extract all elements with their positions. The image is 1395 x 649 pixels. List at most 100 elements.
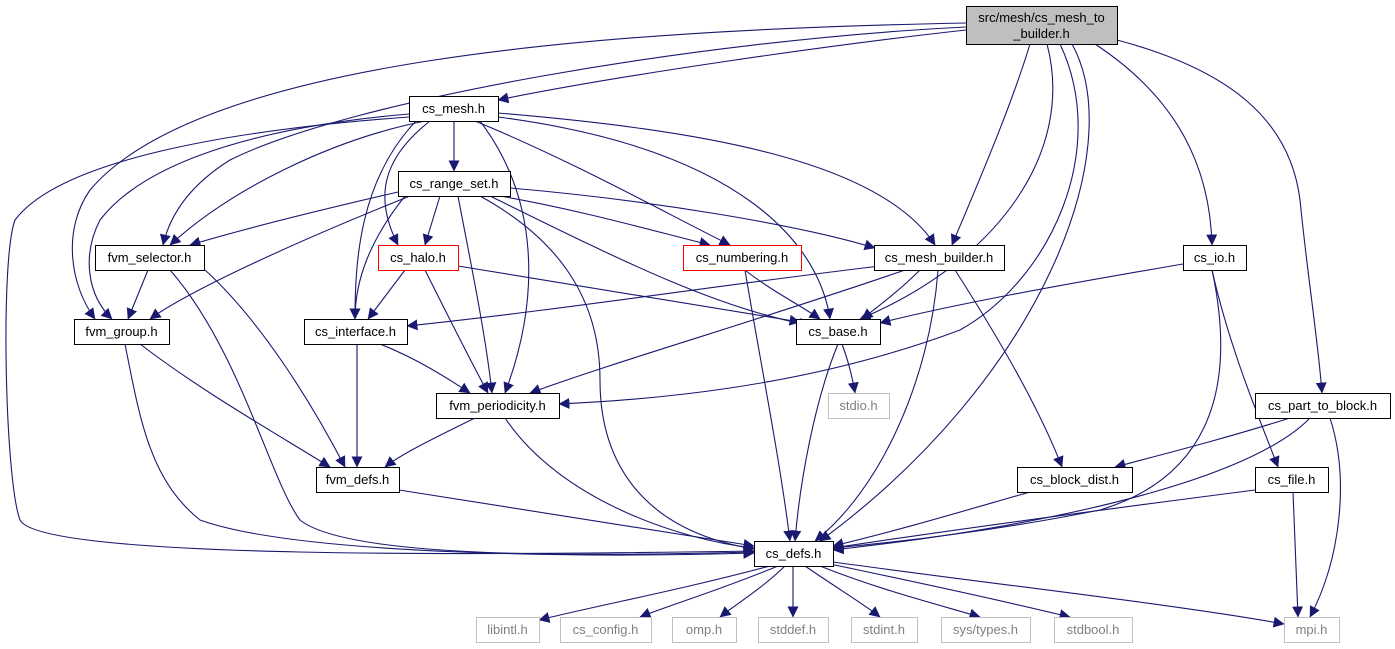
node-label: cs_part_to_block.h (1268, 398, 1377, 413)
edge-root-to-cs_part_to_block (1116, 39, 1327, 394)
node-label: stdint.h (863, 622, 905, 637)
node-box (828, 393, 890, 419)
node-label: cs_base.h (808, 324, 867, 339)
edge-cs_range_set-to-cs_defs (479, 195, 755, 553)
node-box (316, 467, 400, 493)
node-box (560, 617, 652, 643)
node-stdbool: stdbool.h (1054, 617, 1133, 643)
node-label: fvm_periodicity.h (449, 398, 546, 413)
node-libintl: libintl.h (476, 617, 540, 643)
edge-cs_numbering-to-cs_defs (744, 269, 795, 542)
edge-root-to-fvm_group (71, 22, 967, 320)
node-box (758, 617, 829, 643)
edge-cs_mesh_builder-to-cs_base (861, 269, 921, 320)
edge-cs_halo-to-fvm_periodicity (424, 269, 489, 394)
node-label: cs_numbering.h (696, 250, 789, 265)
edges-layer (5, 22, 1341, 628)
node-cs-io[interactable]: cs_io.h (1183, 245, 1247, 271)
edge-cs_range_set-to-cs_interface (349, 195, 406, 320)
edge-cs_interface-to-fvm_periodicity (379, 343, 471, 394)
edge-fvm_selector-to-fvm_group (126, 269, 149, 320)
node-box (874, 245, 1005, 271)
node-box (851, 617, 918, 643)
edge-cs_mesh-to-cs_interface (349, 120, 417, 320)
node-cs-block-dist[interactable]: cs_block_dist.h (1017, 467, 1133, 493)
edge-cs_io-to-cs_file (1211, 269, 1280, 468)
edge-cs_mesh-to-cs_defs (5, 116, 755, 557)
node-cs-mesh-builder[interactable]: cs_mesh_builder.h (874, 245, 1005, 271)
node-stddef: stddef.h (758, 617, 829, 643)
node-label: cs_defs.h (766, 546, 822, 561)
edge-cs_mesh_builder-to-cs_interface (406, 265, 881, 331)
node-cs-part-to-block[interactable]: cs_part_to_block.h (1255, 393, 1391, 419)
node-box (796, 319, 881, 345)
nodes-layer: src/mesh/cs_mesh_to_builder.h cs_mesh.hcs… (74, 6, 1391, 643)
node-cs-halo[interactable]: cs_halo.h (378, 245, 459, 271)
node-box (1054, 617, 1133, 643)
node-cs-file[interactable]: cs_file.h (1255, 467, 1329, 493)
node-fvm-group[interactable]: fvm_group.h (74, 319, 170, 345)
node-label: fvm_selector.h (108, 250, 192, 265)
node-cs-range-set[interactable]: cs_range_set.h (398, 171, 511, 197)
node-box (436, 393, 560, 419)
edge-cs_mesh-to-cs_halo (384, 120, 431, 246)
node-label: cs_halo.h (390, 250, 446, 265)
edge-cs_part_to_block-to-cs_defs (832, 417, 1311, 555)
node-label: cs_io.h (1194, 250, 1235, 265)
edge-cs_mesh-to-cs_mesh_builder (497, 112, 936, 246)
node-label: _builder.h (1012, 26, 1069, 41)
edge-cs_range_set-to-cs_halo (422, 195, 441, 246)
node-label: omp.h (686, 622, 722, 637)
node-label: cs_block_dist.h (1030, 472, 1119, 487)
node-root[interactable]: src/mesh/cs_mesh_to_builder.h (966, 6, 1118, 45)
edge-root-to-cs_mesh (497, 29, 967, 104)
node-box (304, 319, 408, 345)
node-label: libintl.h (487, 622, 527, 637)
node-label: sys/types.h (953, 622, 1018, 637)
node-cs-defs[interactable]: cs_defs.h (754, 541, 834, 567)
edge-fvm_group-to-fvm_defs (139, 343, 331, 468)
node-omp: omp.h (672, 617, 737, 643)
edge-cs_mesh_builder-to-cs_defs (814, 269, 939, 542)
node-cs-base[interactable]: cs_base.h (796, 319, 881, 345)
node-box (1183, 245, 1247, 271)
edge-cs_range_set-to-fvm_group (149, 195, 411, 320)
edge-root-to-cs_defs (819, 43, 1090, 542)
edge-cs_range_set-to-fvm_periodicity (457, 195, 497, 394)
edge-cs_base-to-cs_defs (790, 343, 839, 542)
edge-fvm_group-to-cs_defs (124, 343, 755, 559)
edge-root-to-cs_base (859, 43, 1054, 321)
edge-fvm_periodicity-to-fvm_defs (384, 417, 476, 468)
edge-cs_defs-to-systypes (819, 565, 981, 620)
edge-fvm_selector-to-cs_defs (169, 269, 755, 558)
node-cs-mesh[interactable]: cs_mesh.h (409, 96, 499, 122)
edge-cs_defs-to-stdbool (829, 563, 1071, 620)
node-label: fvm_defs.h (326, 472, 390, 487)
node-box (1284, 617, 1340, 643)
node-fvm-selector[interactable]: fvm_selector.h (95, 245, 205, 271)
node-cs-interface[interactable]: cs_interface.h (304, 319, 408, 345)
node-box (1255, 467, 1329, 493)
node-box (398, 171, 511, 197)
edge-cs_base-to-stdio (841, 343, 859, 394)
edge-cs_mesh_builder-to-fvm_periodicity (529, 269, 906, 395)
node-systypes: sys/types.h (941, 617, 1031, 643)
edge-root-to-fvm_selector (160, 26, 967, 246)
edge-cs_mesh-to-fvm_periodicity (479, 120, 530, 394)
node-box (409, 96, 499, 122)
node-fvm-defs[interactable]: fvm_defs.h (316, 467, 400, 493)
node-fvm-periodicity[interactable]: fvm_periodicity.h (436, 393, 560, 419)
node-box (74, 319, 170, 345)
node-label: cs_range_set.h (410, 176, 499, 191)
edge-cs_mesh_builder-to-cs_block_dist (954, 269, 1064, 468)
node-box (1017, 467, 1133, 493)
edge-cs_part_to_block-to-cs_block_dist (1114, 417, 1291, 470)
node-label: cs_mesh_builder.h (885, 250, 993, 265)
edge-cs_defs-to-libintl (538, 565, 771, 623)
node-cs-config: cs_config.h (560, 617, 652, 643)
node-cs-numbering[interactable]: cs_numbering.h (683, 245, 802, 271)
edge-cs_part_to_block-to-mpi (1309, 417, 1341, 618)
node-box (672, 617, 737, 643)
edge-cs_mesh-to-cs_base (497, 116, 834, 320)
